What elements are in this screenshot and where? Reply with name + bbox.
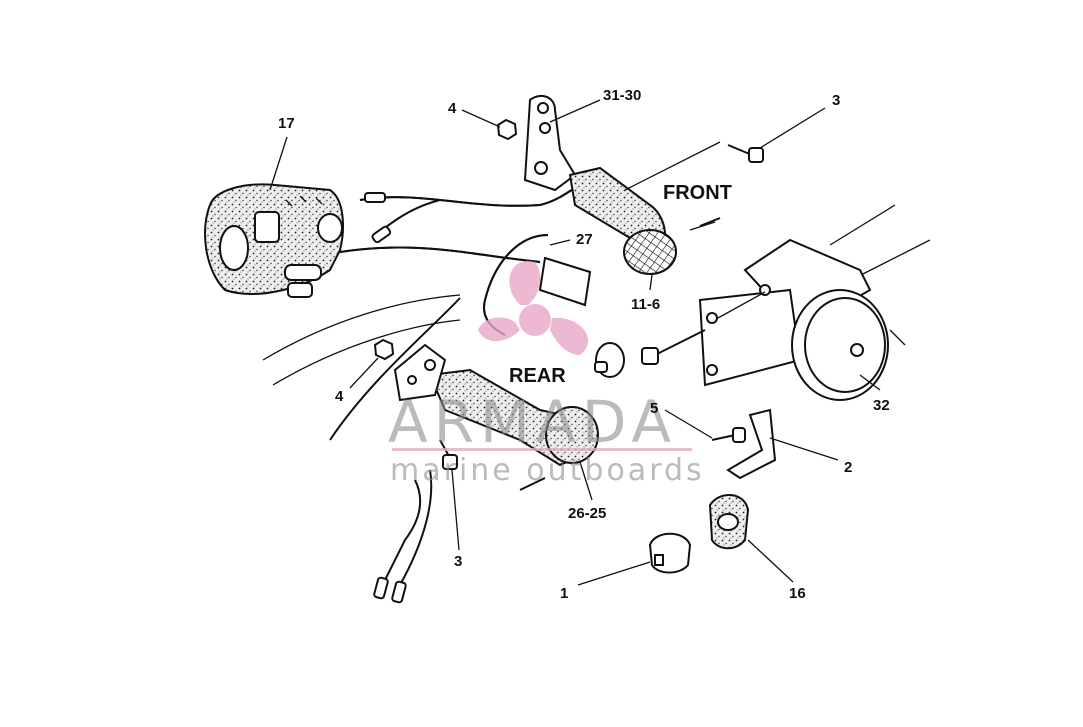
label-4-top: 4 [448,100,457,117]
label-5: 5 [650,400,658,417]
horn [641,238,889,401]
small-parts [373,118,777,574]
label-27: 27 [576,231,593,248]
label-4-left: 4 [335,388,344,405]
propeller-logo-icon [478,260,589,355]
label-3-top: 3 [832,92,840,109]
label-front: FRONT [663,182,732,204]
watermark: ARMADA marine outboards [388,260,705,488]
rear-bracket [393,343,447,402]
label-26-25: 26-25 [568,505,606,522]
label-17: 17 [278,115,295,132]
front-turn-signal [568,166,721,275]
label-11-6: 11-6 [631,296,660,313]
front-bracket [523,94,577,192]
label-16: 16 [789,585,806,602]
watermark-tagline: marine outboards [390,453,705,488]
frame-outline [262,204,931,441]
label-rear: REAR [509,365,566,387]
handlebar-switch [204,183,344,298]
label-3-bottom: 3 [454,553,462,570]
wiring-harness [339,184,592,604]
label-2: 2 [844,459,852,476]
label-32: 32 [873,397,890,414]
label-31-30: 31-30 [603,87,641,104]
part-labels: 17 4 31-30 3 FRONT 27 11-6 32 4 REAR 5 2… [278,87,890,602]
label-1: 1 [560,585,568,602]
leader-lines [269,99,881,586]
watermark-brand: ARMADA [388,388,677,456]
